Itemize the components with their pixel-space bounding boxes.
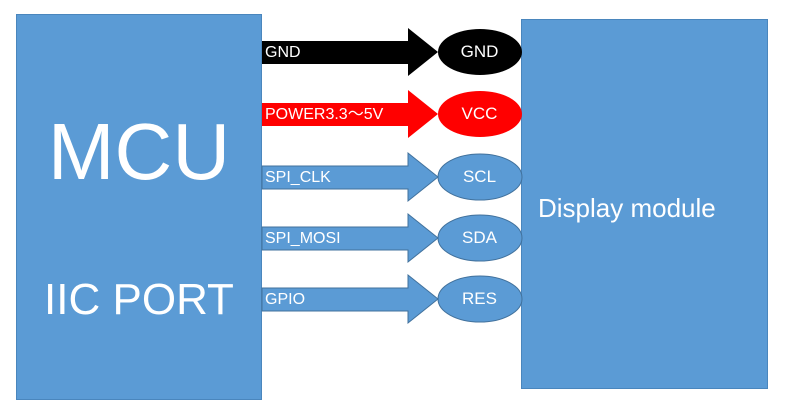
pin-label-vcc: VCC [461, 104, 498, 123]
mcu-title: MCU [47, 107, 231, 196]
arrow-shape [261, 151, 439, 203]
arrow-shape [261, 212, 439, 264]
pin-label-sda: SDA [462, 228, 497, 247]
arrow-gnd [262, 28, 522, 76]
pin-label-res: RES [462, 289, 497, 308]
pin-label-scl: SCL [462, 167, 497, 186]
arrow-sda [261, 212, 523, 264]
pin-ellipse [437, 275, 523, 323]
arrow-vcc [262, 90, 522, 138]
signal-label-spi-clk: SPI_CLK [265, 169, 331, 186]
arrow-shape [262, 90, 438, 138]
pin-ellipse [437, 214, 523, 262]
pin-label-gnd: GND [460, 42, 499, 61]
arrow-shape [261, 273, 439, 325]
pin-ellipse [438, 91, 522, 137]
signal-label-spi-mosi: SPI_MOSI [265, 230, 341, 247]
signal-label-power: POWER3.3～5V [265, 106, 384, 123]
display-module-label: Display module [538, 193, 716, 223]
mcu-port-label: IIC PORT [44, 275, 234, 324]
display-module-box: Display module [521, 19, 768, 389]
signal-label-gpio: GPIO [265, 291, 306, 308]
pin-ellipse [438, 29, 522, 75]
arrow-res [261, 273, 523, 325]
signal-label-gnd: GND [265, 44, 301, 61]
mcu-box: MCU IIC PORT [16, 14, 262, 400]
pin-ellipse [437, 153, 523, 201]
arrow-shape [262, 28, 438, 76]
arrow-scl [261, 151, 523, 203]
